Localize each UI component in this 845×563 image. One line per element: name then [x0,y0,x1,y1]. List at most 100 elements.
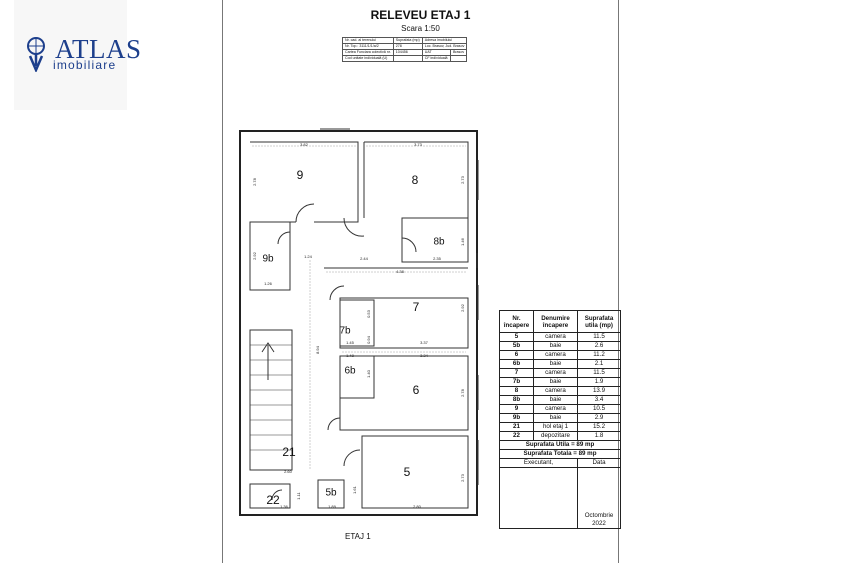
table-cell: 2.1 [577,359,621,369]
table-cell: depozitare [533,431,578,441]
room-9b-wall [249,221,291,291]
dimension-label: 3.82 [300,142,309,147]
dimension-label: 1.46 [460,237,465,246]
dimension-label: 3.34 [420,353,429,358]
room-6b-wall [339,355,375,399]
table-cell: 21 [499,422,534,432]
table-cell: baie [533,395,578,405]
table-cell: baie [533,359,578,369]
table-cell: 11.5 [577,332,621,342]
room-number: 7 [413,300,420,314]
dimension-label: 1.89 [328,504,337,509]
room-number: 7b [339,326,351,337]
dimension-label: 0.53 [366,309,371,318]
room-number: 9 [297,168,304,182]
door-swing [271,489,283,501]
table-cell: camera [533,368,578,378]
room-8b-wall [401,217,469,263]
table-cell: 2.9 [577,413,621,423]
dimension-label: 8.94 [315,345,320,354]
room-7-wall [339,297,469,349]
signature-cell [499,467,578,529]
drawing-sheet: RELEVEU ETAJ 1 Scara 1:50 Nr. cad. al te… [222,0,619,563]
room-5-wall [361,435,469,509]
dimension-label: 1.48 [346,353,355,358]
door-swing [343,449,361,467]
room-6-wall [339,355,469,431]
table-cell: 8 [499,386,534,396]
dimension-label: 1.26 [264,281,273,286]
info-table: Nr. cad. al terenului Suprafata (mp) Adr… [342,37,468,62]
dimension-label: 2.78 [460,388,465,397]
dimension-label: 2.92 [252,251,257,260]
room-5b-wall [317,479,345,509]
table-cell: 2.6 [577,341,621,351]
stair-arrow-head [261,342,275,353]
dimension-label: 2.44 [360,256,369,261]
table-cell: camera [533,386,578,396]
door-swing [327,417,341,431]
info-cell [449,55,468,62]
outer-wall [239,130,478,516]
table-cell: hol etaj 1 [533,422,578,432]
table-cell: 1.8 [577,431,621,441]
sheet-scale: Scara 1:50 [401,24,440,33]
atlas-figure-icon [27,37,45,72]
table-cell: baie [533,413,578,423]
door-swing [343,217,365,237]
total-area: Suprafata Totala = 89 mp [499,449,621,459]
table-cell: 1.9 [577,377,621,387]
table-cell: 7 [499,368,534,378]
dimension-label: 0.94 [366,335,371,344]
table-cell: 5b [499,341,534,351]
table-cell: 22 [499,431,534,441]
room-area-table: Nr. încapere Denumire încapere Suprafata… [499,310,621,529]
table-cell: 3.4 [577,395,621,405]
table-header: Nr. încapere [499,310,534,333]
executant-label: Executant, [499,458,578,468]
table-cell: camera [533,404,578,414]
table-cell: 9 [499,404,534,414]
atlas-logo: ATLAS imobiliare [14,0,141,110]
table-header: Suprafata utila (mp) [577,310,621,333]
room-number: 8 [412,173,419,187]
door-swing [329,285,345,301]
sheet-title: RELEVEU ETAJ 1 [370,8,471,22]
dimension-label: 3.37 [420,340,429,345]
room-number: 9b [262,254,274,265]
dimension-label: 2.80 [413,504,422,509]
dimension-label: 2.35 [433,256,442,261]
door-swing [295,203,315,223]
dimension-label: 2.92 [460,303,465,312]
dimension-label: 2.78 [252,177,257,186]
room-number: 6 [413,383,420,397]
dimension-label: 1.40 [366,369,371,378]
table-cell: 5 [499,332,534,342]
dimension-label: 2.60 [284,469,293,474]
dimension-label: 1.24 [304,254,313,259]
table-cell: 9b [499,413,534,423]
room-number: 21 [282,445,296,459]
logo-brand-text: ATLAS [55,34,142,64]
staircase [249,329,293,471]
room-number: 6b [344,366,356,377]
total-useful-area: Suprafata Utila = 89 mp [499,440,621,450]
room-number: 5b [325,488,337,499]
table-cell: 7b [499,377,534,387]
table-header: Denumire încapere [533,310,578,333]
room-22-wall [249,483,291,509]
dimension-label: 4.38 [396,269,405,274]
table-cell: 8b [499,395,534,405]
room-number: 8b [433,237,445,248]
table-cell: baie [533,341,578,351]
dimension-label: 2.73 [460,473,465,482]
table-cell: 15.2 [577,422,621,432]
